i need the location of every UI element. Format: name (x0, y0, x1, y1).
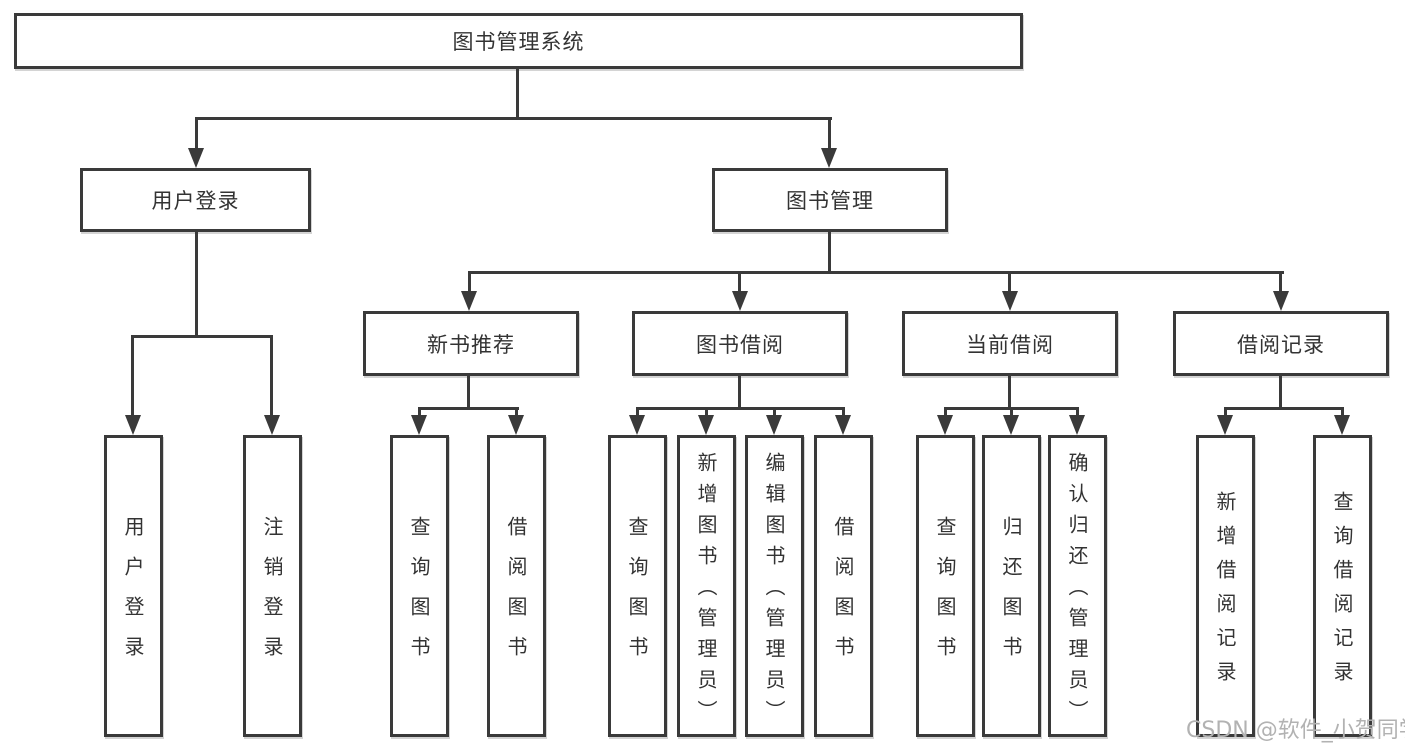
connector-drop-book-borrow (738, 271, 741, 293)
connector-book-borrow-stem (738, 376, 741, 409)
connector-book-borrow-split (636, 407, 845, 410)
arrow-down-icon (1003, 415, 1019, 435)
connector-borrow-record-stem (1279, 376, 1282, 409)
node-user-login: 用户登录 (80, 168, 311, 232)
connector-user-login-stem (195, 232, 198, 337)
connector-drop-leaf (270, 335, 273, 417)
arrow-down-icon (188, 148, 204, 168)
node-label: 归还图书 (999, 516, 1023, 676)
connector-root-stem (516, 66, 519, 119)
arrow-down-icon (1069, 415, 1085, 435)
arrow-down-icon (411, 415, 427, 435)
connector-book-mgmt-stem (828, 232, 831, 273)
arrow-down-icon (461, 291, 477, 311)
connector-drop-current-borrow (1008, 271, 1011, 293)
connector-drop-leaf (842, 407, 845, 417)
connector-root-split (196, 117, 832, 120)
connector-new-book-stem (467, 376, 470, 409)
node-label: 查询借阅记录 (1330, 491, 1354, 695)
leaf-borrow-books-2: 借阅图书 (814, 435, 873, 737)
node-label: 查询图书 (625, 516, 649, 676)
arrow-down-icon (1273, 291, 1289, 311)
node-label: 确认归还（管理员） (1065, 452, 1089, 731)
arrow-down-icon (937, 415, 953, 435)
node-label: 当前借阅 (966, 332, 1054, 357)
connector-drop-leaf (1341, 407, 1344, 417)
leaf-query-books-3: 查询图书 (916, 435, 975, 737)
connector-drop-leaf (1010, 407, 1013, 417)
connector-drop-leaf (1224, 407, 1227, 417)
csdn-watermark: CSDN @软件_小贺同学 (1186, 718, 1405, 743)
node-library-management-system: 图书管理系统 (14, 13, 1023, 69)
connector-drop-leaf (944, 407, 947, 417)
node-new-book-recommend: 新书推荐 (363, 311, 579, 376)
connector-drop-leaf (515, 407, 518, 417)
arrow-down-icon (766, 415, 782, 435)
leaf-query-books-2: 查询图书 (608, 435, 667, 737)
node-label: 新增图书（管理员） (694, 452, 718, 731)
connector-drop-borrow-record (1279, 271, 1282, 293)
arrow-down-icon (1217, 415, 1233, 435)
node-book-borrowing: 图书借阅 (632, 311, 848, 376)
arrow-down-icon (835, 415, 851, 435)
leaf-query-borrow-record: 查询借阅记录 (1313, 435, 1372, 737)
arrow-down-icon (732, 291, 748, 311)
arrow-down-icon (1002, 291, 1018, 311)
arrow-down-icon (125, 415, 141, 435)
leaf-query-books-1: 查询图书 (390, 435, 449, 737)
connector-user-login-split (131, 335, 273, 338)
leaf-edit-books-admin: 编辑图书（管理员） (745, 435, 804, 737)
node-label: 查询图书 (407, 516, 431, 676)
connector-drop-leaf (418, 407, 421, 417)
node-current-borrowing: 当前借阅 (902, 311, 1118, 376)
arrow-down-icon (821, 148, 837, 168)
node-label: 图书管理 (786, 189, 874, 213)
node-label: 新书推荐 (427, 332, 515, 357)
leaf-logout: 注销登录 (243, 435, 302, 737)
connector-drop-leaf (1076, 407, 1079, 417)
connector-book-mgmt-split (468, 271, 1284, 274)
node-book-management: 图书管理 (712, 168, 948, 232)
arrow-down-icon (698, 415, 714, 435)
leaf-user-login: 用户登录 (104, 435, 163, 737)
connector-drop-leaf (131, 335, 134, 417)
node-borrowing-records: 借阅记录 (1173, 311, 1389, 376)
node-label: 图书借阅 (696, 332, 784, 357)
node-label: 查询图书 (933, 516, 957, 676)
arrow-down-icon (264, 415, 280, 435)
node-label: 编辑图书（管理员） (762, 452, 786, 731)
leaf-add-borrow-record: 新增借阅记录 (1196, 435, 1255, 737)
connector-new-book-split (418, 407, 519, 410)
node-label: 借阅图书 (831, 516, 855, 676)
arrow-down-icon (508, 415, 524, 435)
node-label: 用户登录 (151, 189, 240, 213)
connector-current-borrow-stem (1008, 376, 1011, 409)
leaf-borrow-books-1: 借阅图书 (487, 435, 546, 737)
node-label: 注销登录 (260, 516, 284, 676)
connector-drop-new-book (468, 271, 471, 293)
arrow-down-icon (629, 415, 645, 435)
arrow-down-icon (1334, 415, 1350, 435)
connector-drop-leaf (773, 407, 776, 417)
node-label: 用户登录 (121, 516, 145, 676)
connector-borrow-record-split (1224, 407, 1344, 410)
connector-drop-user-login (195, 117, 198, 150)
node-label: 借阅记录 (1237, 332, 1325, 357)
connector-drop-leaf (705, 407, 708, 417)
connector-drop-book-mgmt (828, 117, 831, 150)
leaf-add-books-admin: 新增图书（管理员） (677, 435, 736, 737)
leaf-confirm-return-admin: 确认归还（管理员） (1048, 435, 1107, 737)
node-label: 图书管理系统 (452, 30, 585, 54)
node-label: 借阅图书 (504, 516, 528, 676)
leaf-return-books: 归还图书 (982, 435, 1041, 737)
node-label: 新增借阅记录 (1213, 491, 1237, 695)
connector-drop-leaf (636, 407, 639, 417)
